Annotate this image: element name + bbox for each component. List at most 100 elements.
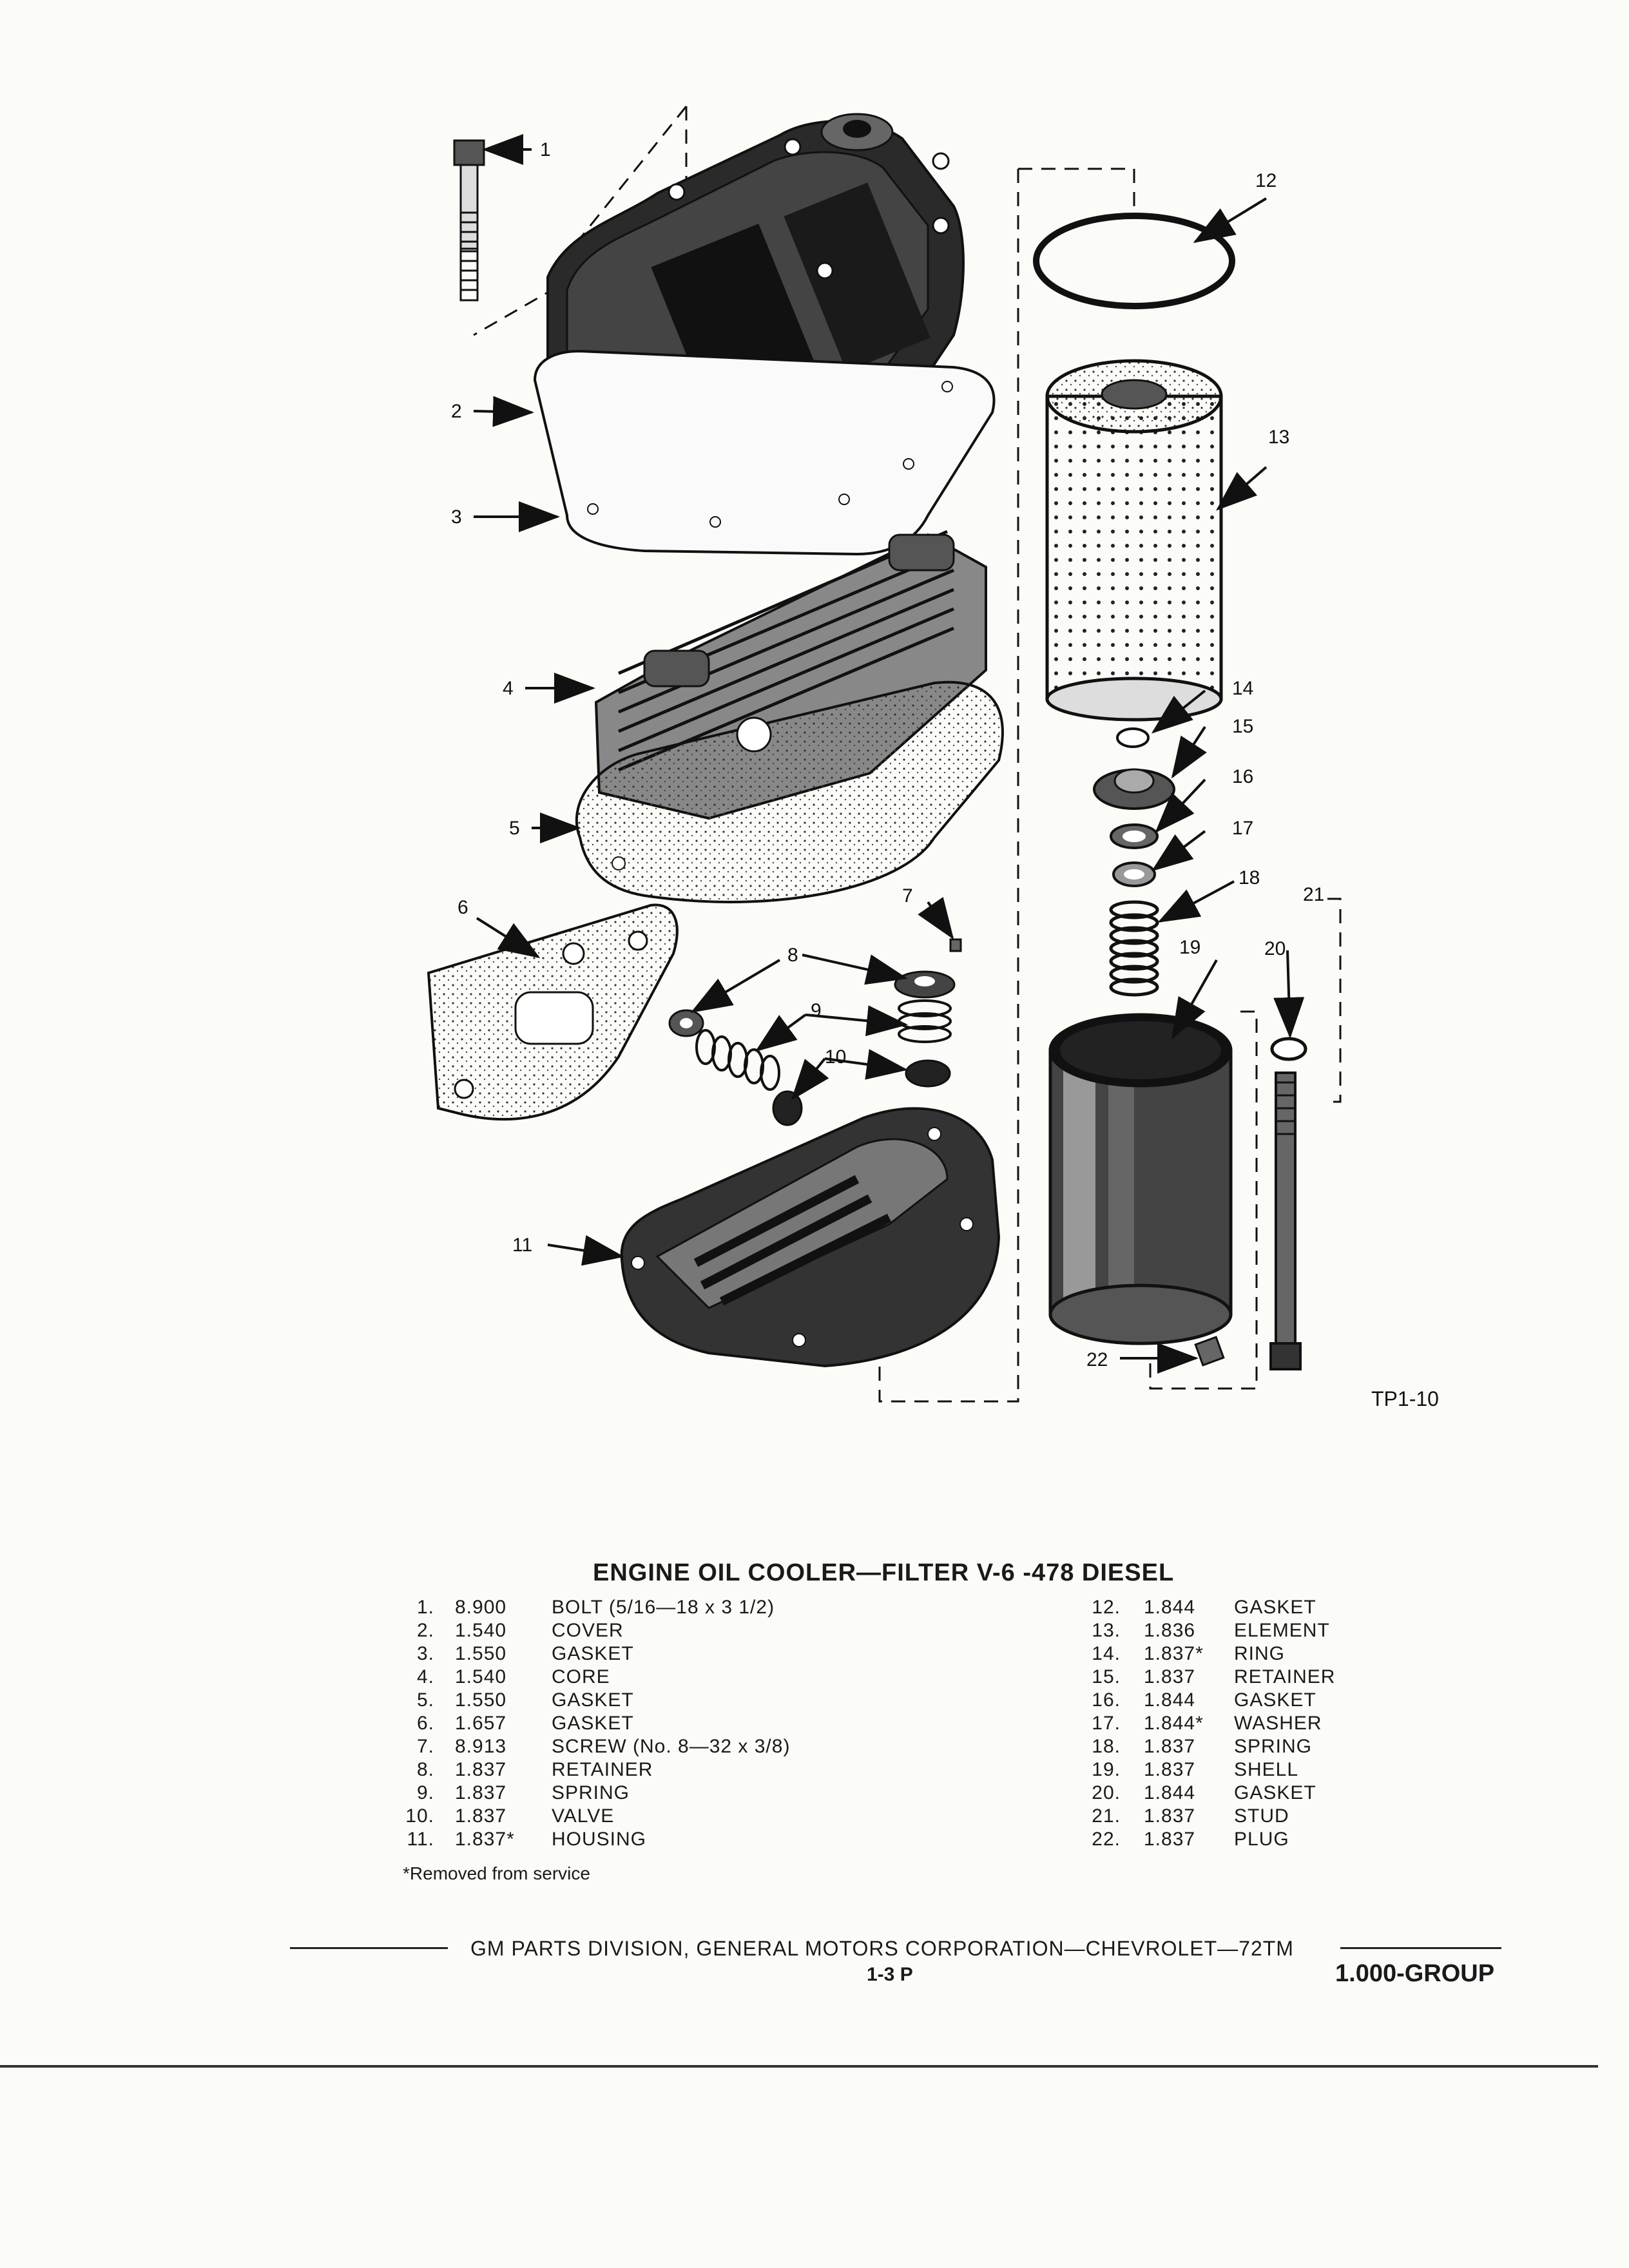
part-number: 18. <box>1092 1736 1121 1757</box>
group-number: 1.844 <box>1144 1597 1196 1618</box>
group-number: 1.837* <box>455 1829 515 1850</box>
group-number: 1.837 <box>455 1782 507 1803</box>
group-number: 8.900 <box>455 1597 507 1618</box>
part-number: 11. <box>407 1829 434 1850</box>
screw-part-7 <box>949 938 962 952</box>
callout-13: 13 <box>1268 427 1289 448</box>
part-description: GASKET <box>1234 1782 1316 1803</box>
group-number: 1.837 <box>1144 1736 1196 1757</box>
part-row: 18. 1.837 SPRING <box>1086 1736 1408 1759</box>
gasket-part-20 <box>1270 1037 1307 1061</box>
callout-3: 3 <box>451 506 462 528</box>
part-number: 13. <box>1092 1620 1121 1641</box>
housing-part-11 <box>620 1107 1001 1368</box>
part-number: 7. <box>416 1736 434 1757</box>
callout-16: 16 <box>1232 766 1253 787</box>
callout-21: 21 <box>1303 884 1324 905</box>
part-description: CORE <box>552 1666 610 1687</box>
callout-22: 22 <box>1086 1349 1108 1370</box>
part-number: 15. <box>1092 1666 1121 1687</box>
group-number: 1.844* <box>1144 1713 1204 1734</box>
group-number: 1.837 <box>1144 1759 1196 1780</box>
part-description: VALVE <box>552 1805 615 1827</box>
part-number: 8. <box>416 1759 434 1780</box>
group-label: 1.000-GROUP <box>1335 1960 1495 1987</box>
part-description: GASKET <box>552 1643 634 1664</box>
part-description: SCREW (No. 8—32 x 3/8) <box>552 1736 791 1757</box>
callout-11: 11 <box>512 1235 532 1256</box>
group-number: 1.550 <box>455 1643 507 1664</box>
gasket-part-6 <box>427 903 679 1121</box>
callout-18: 18 <box>1239 867 1260 889</box>
callout-2: 2 <box>451 401 462 422</box>
part-number: 16. <box>1092 1689 1121 1711</box>
part-row: 17. 1.844* WASHER <box>1086 1713 1408 1736</box>
valve-part-10 <box>772 1059 951 1126</box>
group-number: 1.837 <box>1144 1829 1196 1850</box>
part-number: 21. <box>1092 1805 1121 1827</box>
callout-4: 4 <box>503 678 514 699</box>
page-number: 1-3 P <box>867 1964 913 1985</box>
footer-rule-left <box>290 1947 448 1949</box>
part-description: GASKET <box>552 1713 634 1734</box>
part-number: 5. <box>416 1689 434 1711</box>
part-description: SPRING <box>1234 1736 1313 1757</box>
part-number: 17. <box>1092 1713 1121 1734</box>
filter-element-part-13 <box>1045 359 1223 722</box>
callout-15: 15 <box>1232 716 1253 737</box>
callout-10: 10 <box>825 1046 846 1068</box>
callout-numbers: 1 2 3 4 5 6 7 8 9 10 11 12 13 14 15 16 1… <box>451 139 1324 1370</box>
group-number: 8.913 <box>455 1736 507 1757</box>
part-number: 12. <box>1092 1597 1121 1618</box>
part-description: COVER <box>552 1620 624 1641</box>
gasket-part-3 <box>533 349 996 556</box>
bottom-rule <box>0 2065 1598 2068</box>
shell-part-19 <box>1048 1013 1233 1345</box>
part-number: 3. <box>416 1643 434 1664</box>
part-description: GASKET <box>1234 1597 1316 1618</box>
callout-9: 9 <box>811 1000 822 1021</box>
group-number: 1.550 <box>455 1689 507 1711</box>
part-number: 1. <box>416 1597 434 1618</box>
part-number: 9. <box>416 1782 434 1803</box>
group-number: 1.844 <box>1144 1782 1196 1803</box>
group-number: 1.844 <box>1144 1689 1196 1711</box>
callout-8: 8 <box>787 945 798 966</box>
part-row: 15. 1.837 RETAINER <box>1086 1666 1408 1689</box>
figure-reference: TP1-10 <box>1371 1387 1439 1410</box>
group-number: 1.836 <box>1144 1620 1196 1641</box>
callout-7: 7 <box>902 885 913 907</box>
callout-17: 17 <box>1232 818 1253 839</box>
footnote: *Removed from service <box>403 1863 590 1883</box>
part-row: 14.1.837*RING <box>1086 1643 1408 1666</box>
bolt-part-1 <box>453 139 485 302</box>
part-description: SPRING <box>552 1782 630 1803</box>
gasket-part-5 <box>575 680 1004 903</box>
stud-part-21 <box>1269 1072 1302 1370</box>
part-description: RETAINER <box>1234 1666 1336 1687</box>
part-row: 11. 1.837* HOUSING <box>402 1829 982 1852</box>
part-description: PLUG <box>1234 1829 1289 1850</box>
part-description: HOUSING <box>552 1829 647 1850</box>
part-number: 4. <box>416 1666 434 1687</box>
washer-part-17 <box>1112 861 1156 887</box>
part-row: 7. 8.913 SCREW (No. 8—32 x 3/8) <box>402 1736 982 1759</box>
group-number: 1.837* <box>1144 1643 1204 1664</box>
document-title: ENGINE OIL COOLER—FILTER V-6 -478 DIESEL <box>593 1559 1175 1586</box>
group-number: 1.837 <box>1144 1666 1196 1687</box>
part-row: 3. 1.550 GASKET <box>402 1643 982 1666</box>
part-row: 9. 1.837 SPRING <box>402 1782 982 1805</box>
part-description: WASHER <box>1234 1713 1322 1734</box>
